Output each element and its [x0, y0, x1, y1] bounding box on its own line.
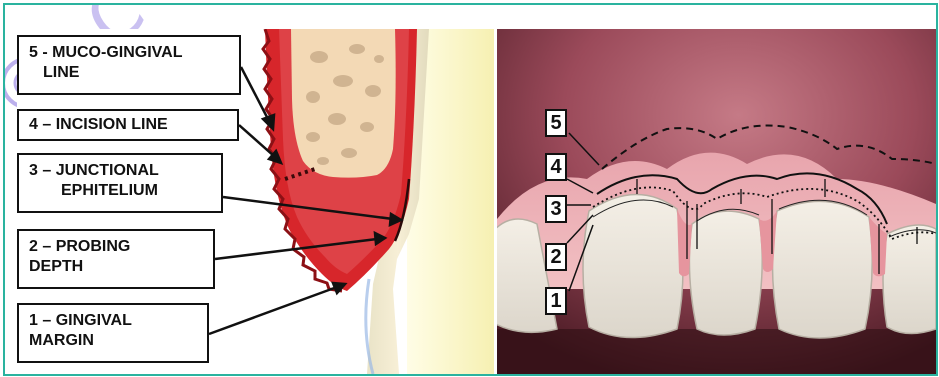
figure-frame: C — [3, 3, 938, 376]
label-gingival-margin-text2: MARGIN — [29, 331, 197, 351]
label-junctional-epithelium-text1: 3 – JUNCTIONAL — [29, 161, 211, 181]
number-label-1: 1 — [545, 287, 567, 315]
label-probing-depth-text2: DEPTH — [29, 257, 203, 277]
label-incision-line: 4 – INCISION LINE — [17, 109, 239, 141]
label-junctional-epithelium-text2: EPHITELIUM — [29, 181, 211, 201]
label-gingival-margin: 1 – GINGIVAL MARGIN — [17, 303, 209, 363]
label-probing-depth-text1: 2 – PROBING — [29, 237, 203, 257]
number-label-2: 2 — [545, 243, 567, 271]
label-muco-gingival-line-text2: LINE — [29, 63, 229, 83]
schematic-panel: 5 - MUCO-GINGIVAL LINE 4 – INCISION LINE… — [17, 29, 494, 374]
label-muco-gingival-line-text1: 5 - MUCO-GINGIVAL — [29, 43, 229, 63]
number-label-5: 5 — [545, 109, 567, 137]
label-incision-line-text: 4 – INCISION LINE — [29, 115, 227, 135]
number-label-4: 4 — [545, 153, 567, 181]
number-label-3: 3 — [545, 195, 567, 223]
label-junctional-epithelium: 3 – JUNCTIONAL EPHITELIUM — [17, 153, 223, 213]
label-muco-gingival-line: 5 - MUCO-GINGIVAL LINE — [17, 35, 241, 95]
label-probing-depth: 2 – PROBING DEPTH — [17, 229, 215, 289]
label-gingival-margin-text1: 1 – GINGIVAL — [29, 311, 197, 331]
clinical-photo-panel: 5 4 3 2 1 — [497, 29, 936, 374]
